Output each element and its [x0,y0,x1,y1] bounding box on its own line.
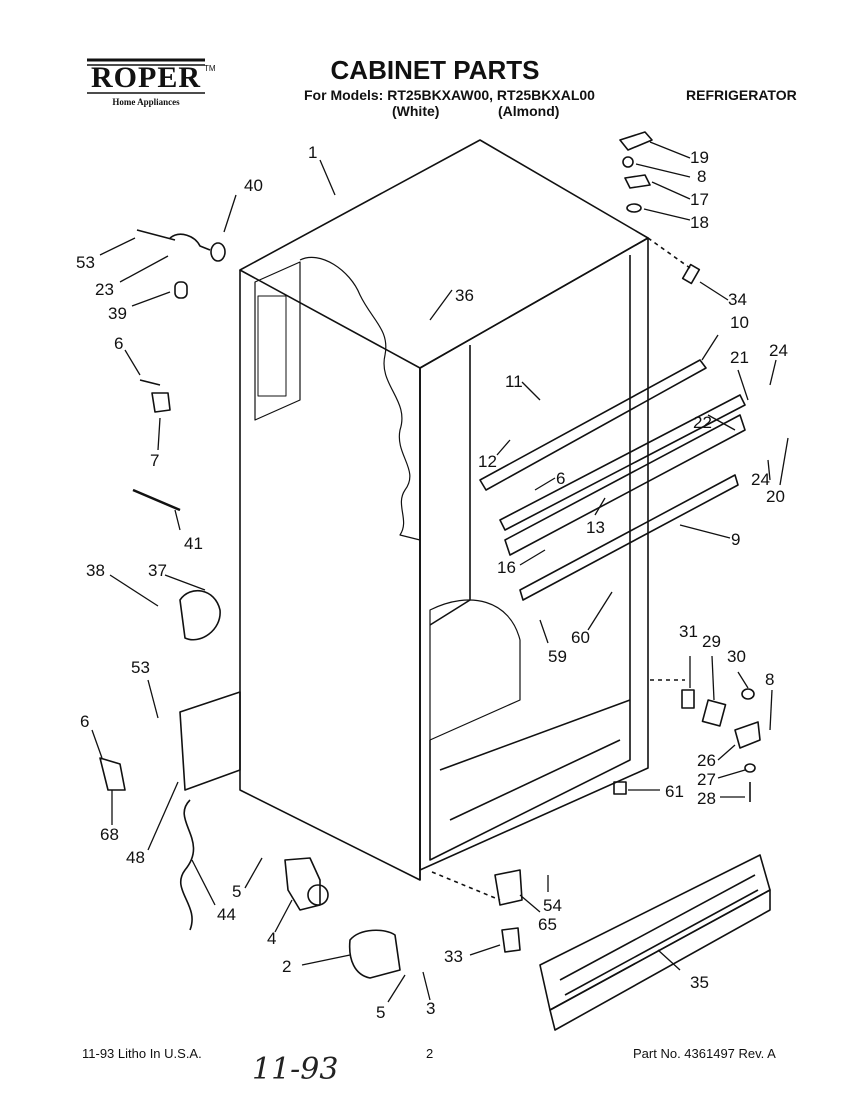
callout-68: 68 [100,825,119,844]
top-hinge-parts [619,131,701,285]
callout-4: 4 [267,929,276,948]
callout-41: 41 [184,534,203,553]
appliance-type: REFRIGERATOR [686,87,797,103]
callout-39: 39 [108,304,127,323]
callout-26: 26 [697,751,716,770]
callout-31: 31 [679,622,698,641]
callout-65: 65 [538,915,557,934]
callout-3: 3 [426,999,435,1018]
callout-60: 60 [571,628,590,647]
callout-1: 1 [308,143,317,162]
brand-name: ROPER [91,61,201,94]
brand-tagline: Home Appliances [112,97,180,107]
callout-8a: 8 [697,167,706,186]
callout-24b: 24 [751,470,770,489]
callout-30: 30 [727,647,746,666]
models-line: For Models: RT25BKXAW00, RT25BKXAL00 [304,87,595,103]
callout-29: 29 [702,632,721,651]
callout-40: 40 [244,176,263,195]
callout-17: 17 [690,190,709,209]
callout-28: 28 [697,789,716,808]
callout-11: 11 [505,372,523,391]
page-number: 2 [426,1046,434,1061]
handwritten-note: 11-93 [252,1052,339,1087]
callout-53b: 53 [131,658,150,677]
callout-53a: 53 [76,253,95,272]
callout-44: 44 [217,905,236,924]
callout-13: 13 [586,518,605,537]
callout-24a: 24 [769,341,788,360]
callout-6c: 6 [556,469,565,488]
callout-38: 38 [86,561,105,580]
callout-27: 27 [697,770,716,789]
callout-35: 35 [690,973,709,992]
callout-48: 48 [126,848,145,867]
color-almond-label: (Almond) [498,103,560,119]
callout-16: 16 [497,558,516,577]
callout-23: 23 [95,280,114,299]
callout-6b: 6 [80,712,89,731]
callout-12: 12 [478,452,497,471]
brand-trademark: TM [204,64,216,73]
callout-54: 54 [543,896,562,915]
callout-61: 61 [665,782,684,801]
callout-33: 33 [444,947,463,966]
color-white-label: (White) [392,103,440,119]
left-side-parts [99,229,241,931]
callout-2: 2 [282,957,291,976]
callout-22: 22 [693,413,712,432]
callout-18: 18 [690,213,709,232]
lower-hinge-parts [613,688,761,802]
callout-5b: 5 [376,1003,385,1022]
callout-36: 36 [455,286,474,305]
callout-9: 9 [731,530,740,549]
brand-logo [85,58,207,106]
callout-5a: 5 [232,882,241,901]
footer-print-info: 11-93 Litho In U.S.A. [82,1046,202,1061]
cabinet-shell [239,139,691,901]
mullion-rails [479,359,746,601]
bottom-parts [284,854,771,1031]
callout-21: 21 [730,348,749,367]
callout-10: 10 [730,313,749,332]
part-number: Part No. 4361497 Rev. A [633,1046,776,1061]
callout-34: 34 [728,290,747,309]
callout-7: 7 [150,451,159,470]
callout-59: 59 [548,647,567,666]
page-title: CABINET PARTS [330,55,540,85]
callout-19: 19 [690,148,709,167]
callout-8b: 8 [765,670,774,689]
callout-6a: 6 [114,334,123,353]
callout-20: 20 [766,487,785,506]
callout-37: 37 [148,561,167,580]
